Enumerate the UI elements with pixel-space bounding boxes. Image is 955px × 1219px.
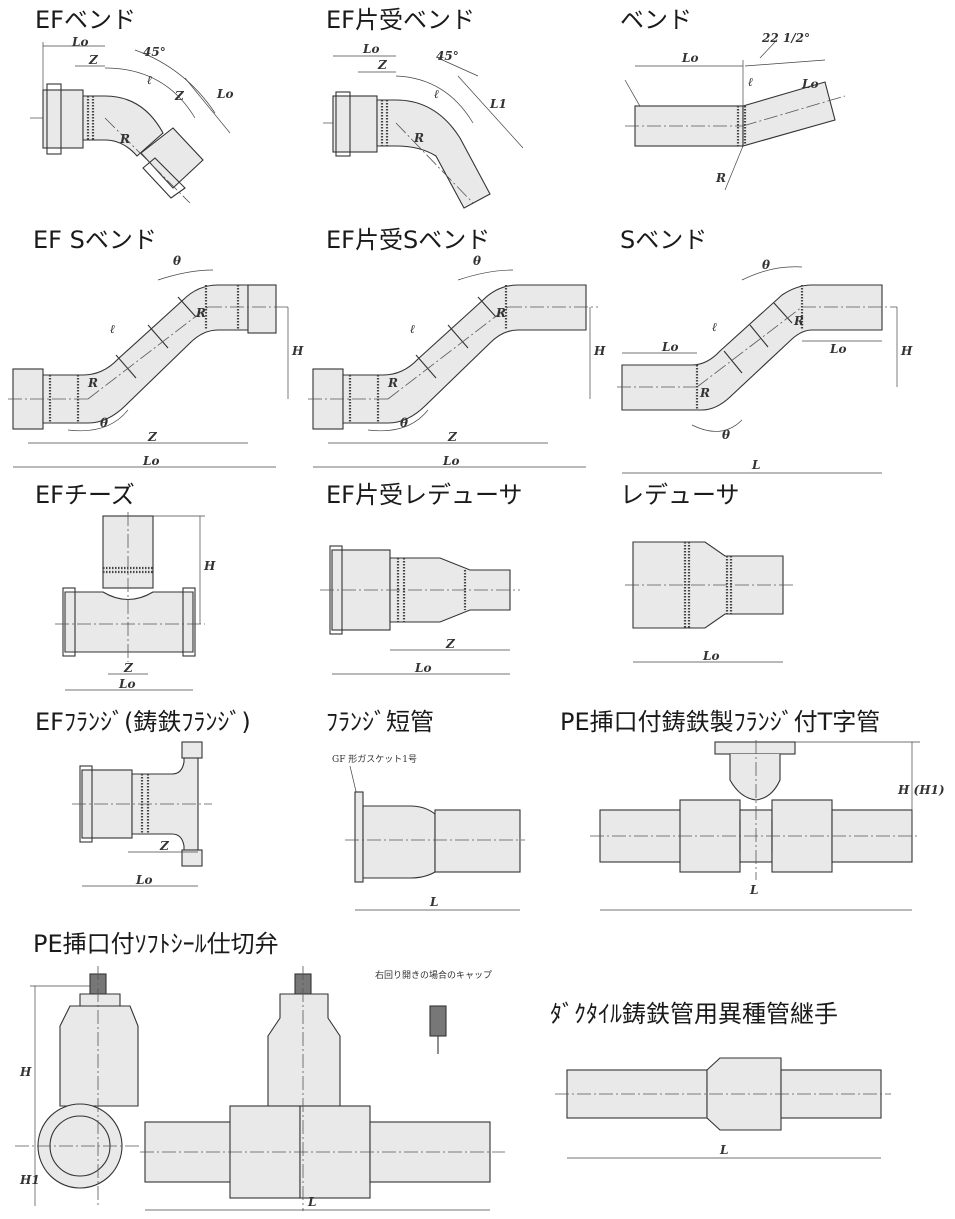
label-z-top: Z [88, 53, 99, 67]
title-ef-tee: EFチーズ [35, 481, 135, 509]
label-h: H [19, 1065, 32, 1079]
label-l: L [719, 1143, 728, 1157]
label-theta-top: θ [473, 254, 481, 268]
title-s-bend: Sベンド [620, 226, 708, 254]
label-ell: ℓ [147, 73, 152, 87]
label-lo: Lo [702, 649, 719, 663]
label-r: R [715, 171, 726, 185]
label-ell: ℓ [410, 322, 415, 336]
ef-single-socket-s-bend-drawing: θ ℓ R H R θ Z Lo [308, 254, 606, 468]
label-z: Z [123, 661, 134, 675]
ef-bend-drawing: Lo Z 45° ℓ Z Lo R [30, 35, 233, 204]
title-ductile-dissimilar-joint: ﾀﾞｸﾀｲﾙ鋳鉄管用異種管継手 [550, 1000, 838, 1028]
label-r-top: R [495, 306, 506, 320]
label-h: H (H1) [897, 783, 945, 797]
label-r-bottom: R [699, 386, 710, 400]
label-z: Z [377, 58, 388, 72]
label-lo-side: Lo [216, 87, 233, 101]
title-ef-bend: EFベンド [35, 6, 136, 34]
label-ell: ℓ [434, 87, 439, 101]
label-z: Z [447, 430, 458, 444]
label-lo: Lo [362, 42, 379, 56]
label-lo-right: Lo [801, 77, 818, 91]
label-lo: Lo [135, 873, 152, 887]
title-ef-single-socket-s-bend: EF片受Sベンド [326, 226, 491, 254]
label-h: H [593, 344, 606, 358]
label-l: L [749, 883, 758, 897]
label-h: H [291, 344, 304, 358]
flanged-short-pipe-drawing: GF 形ガスケット1号 L [332, 753, 525, 911]
label-h1: H1 [19, 1173, 40, 1187]
title-ef-s-bend: EF Sベンド [33, 226, 157, 254]
label-r-bottom: R [87, 376, 98, 390]
s-bend-drawing: θ ℓ R Lo Lo H R θ L [617, 258, 913, 474]
label-z: Z [445, 637, 456, 651]
label-angle: 45° [143, 45, 166, 59]
label-angle: 45° [436, 49, 459, 63]
ef-flange-drawing: Z Lo [72, 741, 212, 887]
label-lo-right: Lo [829, 342, 846, 356]
title-ef-single-socket-bend: EF片受ベンド [326, 6, 475, 34]
label-h: H [900, 344, 913, 358]
title-pe-spigot-flanged-tee: PE挿口付鋳鉄製ﾌﾗﾝｼﾞ付T字管 [560, 708, 881, 736]
label-cap-note: 右回り開きの場合のキャップ [375, 969, 492, 981]
label-r: R [413, 131, 424, 145]
label-theta-top: θ [762, 258, 770, 272]
label-l: L [307, 1195, 316, 1209]
ef-s-bend-drawing: θ ℓ R H R θ Z Lo [8, 254, 304, 468]
label-r: R [119, 132, 130, 146]
label-lo: Lo [118, 677, 135, 691]
ef-tee-drawing: H Z Lo [55, 512, 216, 691]
ductile-dissimilar-joint-drawing: L [555, 1057, 891, 1159]
ef-single-socket-reducer-drawing: Z Lo [320, 545, 520, 675]
label-lo-left: Lo [661, 340, 678, 354]
title-ef-flange: EFﾌﾗﾝｼﾞ(鋳鉄ﾌﾗﾝｼﾞ) [35, 708, 251, 736]
title-bend: ベンド [620, 6, 692, 34]
label-theta-top: θ [173, 254, 181, 268]
label-angle: 22 1/2° [761, 31, 810, 45]
label-l: L [751, 458, 760, 472]
label-l1: L1 [489, 97, 507, 111]
pe-spigot-soft-seal-valve-drawing: H H1 L 右回り開きの場合のキャップ [15, 966, 505, 1211]
label-r-top: R [793, 314, 804, 328]
reducer-drawing: Lo [625, 541, 795, 663]
title-ef-single-socket-reducer: EF片受レデューサ [326, 481, 523, 509]
label-r-bottom: R [387, 376, 398, 390]
title-flanged-short-pipe: ﾌﾗﾝｼﾞ短管 [326, 708, 434, 736]
pe-spigot-flanged-tee-drawing: H (H1) L [590, 740, 945, 911]
label-ell: ℓ [110, 322, 115, 336]
label-l: L [429, 895, 438, 909]
label-lo-left: Lo [681, 51, 698, 65]
label-theta-bottom: θ [400, 416, 408, 430]
title-reducer: レデューサ [620, 481, 740, 509]
bend-drawing: 22 1/2° Lo ℓ Lo R [624, 31, 846, 191]
ef-single-socket-bend-drawing: Lo Z 45° ℓ L1 R [323, 42, 524, 209]
label-ell: ℓ [712, 320, 717, 334]
label-h: H [203, 559, 216, 573]
label-lo: Lo [414, 661, 431, 675]
title-pe-spigot-soft-seal-valve: PE挿口付ｿﾌﾄｼｰﾙ仕切弁 [33, 930, 279, 958]
label-r-top: R [195, 306, 206, 320]
label-gasket: GF 形ガスケット1号 [332, 753, 417, 765]
label-theta-bottom: θ [722, 428, 730, 442]
label-lo: Lo [442, 454, 459, 468]
label-theta-bottom: θ [100, 416, 108, 430]
label-lo-top: Lo [71, 35, 88, 49]
label-z: Z [159, 839, 170, 853]
label-z-side: Z [174, 89, 185, 103]
label-z: Z [147, 430, 158, 444]
label-lo: Lo [142, 454, 159, 468]
label-ell: ℓ [748, 75, 753, 89]
